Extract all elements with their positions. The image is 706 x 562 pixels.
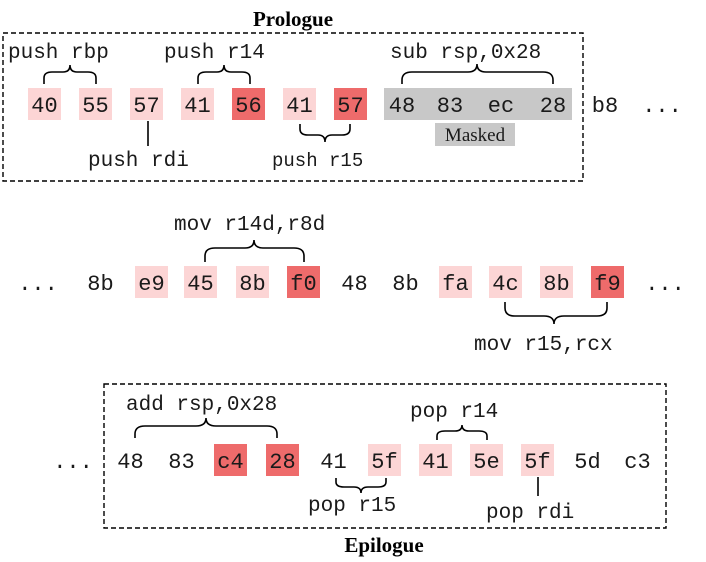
brace-mov-r15 bbox=[504, 302, 608, 325]
prologue-byte-box bbox=[181, 88, 214, 120]
prologue-byte: 41 bbox=[286, 94, 312, 119]
prologue-byte-box bbox=[79, 88, 112, 120]
epilogue-byte: 5d bbox=[574, 450, 600, 475]
prologue-byte: 56 bbox=[235, 94, 261, 119]
middle-byte-box bbox=[236, 266, 269, 298]
epilogue-byte: 28 bbox=[269, 450, 295, 475]
middle-byte-box bbox=[135, 266, 168, 298]
label-push-r14: push r14 bbox=[164, 42, 265, 65]
epilogue-byte: 41 bbox=[422, 450, 448, 475]
epilogue-byte: 5f bbox=[524, 450, 550, 475]
prologue-byte: 83 bbox=[437, 94, 463, 119]
middle-byte-box bbox=[591, 266, 624, 298]
prologue-byte-box bbox=[28, 88, 61, 120]
prologue-byte: 28 bbox=[540, 94, 566, 119]
middle-byte-box bbox=[184, 266, 217, 298]
epilogue-byte: 5e bbox=[473, 450, 499, 475]
epilogue-byte: 83 bbox=[168, 450, 194, 475]
label-push-r15: push r15 bbox=[272, 150, 363, 172]
prologue-byte-box bbox=[130, 88, 163, 120]
prologue-byte: ec bbox=[488, 94, 514, 119]
label-sub-rsp: sub rsp,0x28 bbox=[390, 42, 541, 65]
epilogue-byte-box bbox=[266, 444, 299, 476]
label-push-rdi: push rdi bbox=[88, 150, 189, 173]
prologue-frame bbox=[2, 32, 584, 182]
middle-byte: fa bbox=[442, 272, 468, 297]
epilogue-byte-box bbox=[521, 444, 554, 476]
middle-lead-ellipsis: ... bbox=[18, 272, 58, 297]
brace-push-r14 bbox=[197, 64, 251, 84]
middle-byte: f0 bbox=[290, 272, 316, 297]
prologue-byte-box bbox=[232, 88, 265, 120]
masked-label-bg bbox=[435, 123, 515, 146]
prologue-byte-box bbox=[334, 88, 367, 120]
middle-byte: f9 bbox=[594, 272, 620, 297]
epilogue-byte-box bbox=[470, 444, 503, 476]
epilogue-byte: 5f bbox=[371, 450, 397, 475]
brace-push-r15 bbox=[299, 124, 351, 143]
prologue-trail-byte: b8 bbox=[592, 94, 618, 119]
epilogue-byte: 48 bbox=[117, 450, 143, 475]
middle-byte: e9 bbox=[138, 272, 164, 297]
middle-byte: 8b bbox=[543, 272, 569, 297]
prologue-byte: 40 bbox=[31, 94, 57, 119]
epilogue-byte: c4 bbox=[217, 450, 243, 475]
label-add-rsp: add rsp,0x28 bbox=[126, 394, 277, 417]
prologue-byte: 57 bbox=[133, 94, 159, 119]
masked-region bbox=[384, 88, 572, 120]
prologue-title: Prologue bbox=[253, 7, 333, 31]
middle-byte-box bbox=[540, 266, 573, 298]
middle-byte: 45 bbox=[187, 272, 213, 297]
prologue-byte-row: 40 55 57 41 56 41 57 48 83 ec 28 b8 ... bbox=[28, 88, 682, 120]
prologue-byte: 55 bbox=[82, 94, 108, 119]
epilogue-frame bbox=[103, 383, 667, 529]
epilogue-byte-box bbox=[419, 444, 452, 476]
epilogue-byte: 41 bbox=[320, 450, 346, 475]
epilogue-byte-box bbox=[214, 444, 247, 476]
label-pop-r15: pop r15 bbox=[308, 495, 396, 518]
brace-pop-r15 bbox=[335, 478, 387, 494]
label-pop-rdi: pop rdi bbox=[486, 502, 574, 525]
label-mov-r15: mov r15,rcx bbox=[474, 334, 613, 357]
prologue-byte-box bbox=[283, 88, 316, 120]
middle-byte: 8b bbox=[87, 272, 113, 297]
masked-label: Masked bbox=[445, 125, 506, 146]
brace-add-rsp bbox=[134, 417, 278, 438]
prologue-byte: 48 bbox=[389, 94, 415, 119]
epilogue-title: Epilogue bbox=[344, 533, 423, 557]
epilogue-lead-ellipsis: ... bbox=[53, 450, 93, 475]
middle-byte: 48 bbox=[341, 272, 367, 297]
brace-pop-r14 bbox=[436, 424, 488, 440]
prologue-byte: 57 bbox=[337, 94, 363, 119]
middle-byte-box bbox=[287, 266, 320, 298]
prologue-ellipsis: ... bbox=[642, 94, 682, 119]
middle-byte: 8b bbox=[239, 272, 265, 297]
middle-trail-ellipsis: ... bbox=[645, 272, 685, 297]
epilogue-byte-box bbox=[368, 444, 401, 476]
brace-push-rbp bbox=[43, 64, 97, 84]
middle-byte-row: ... 8b e9 45 8b f0 48 8b fa 4c 8b f9 ... bbox=[18, 266, 685, 298]
epilogue-byte: c3 bbox=[624, 450, 650, 475]
middle-byte-box bbox=[489, 266, 522, 298]
middle-byte: 8b bbox=[392, 272, 418, 297]
middle-byte-box bbox=[439, 266, 472, 298]
brace-sub-rsp bbox=[401, 63, 554, 84]
label-push-rbp: push rbp bbox=[8, 42, 109, 65]
label-pop-r14: pop r14 bbox=[410, 401, 498, 424]
epilogue-byte-row: ... 48 83 c4 28 41 5f 41 5e 5f 5d c3 bbox=[53, 444, 651, 476]
middle-byte: 4c bbox=[492, 272, 518, 297]
prologue-byte: 41 bbox=[184, 94, 210, 119]
brace-mov-r14d bbox=[204, 239, 305, 262]
label-mov-r14d: mov r14d,r8d bbox=[174, 214, 325, 237]
